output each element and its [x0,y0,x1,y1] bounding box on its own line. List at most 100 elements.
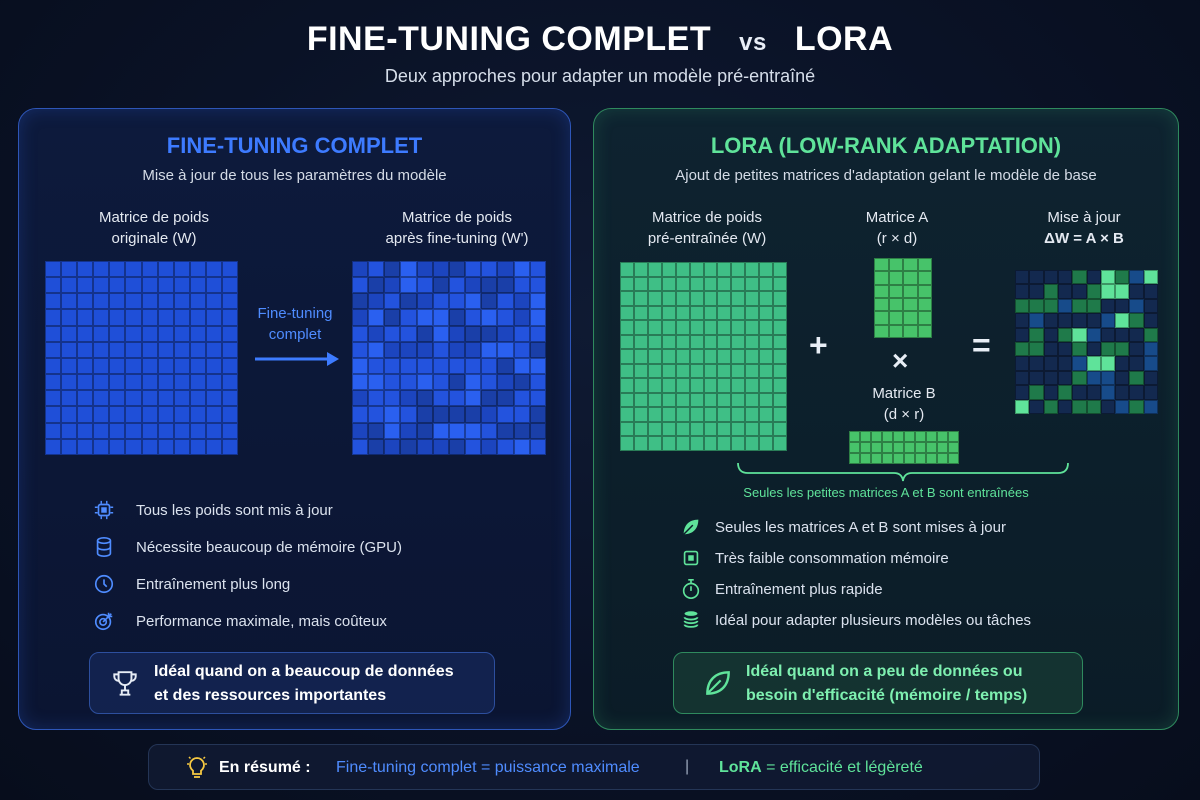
matrix-cell [416,422,433,439]
matrix-cell [189,438,206,455]
matrix-cell [529,293,546,310]
matrix-cell [703,407,718,422]
matrix-cell [205,357,222,375]
matrix-cell [109,261,126,278]
matrix-cell [661,305,676,321]
matrix-cell [1043,356,1058,371]
matrix-cell [529,261,546,278]
matrix-cell [157,390,174,407]
matrix-pretrained-label: Matrice de poids pré-entraînée (W) [647,209,767,247]
matrix-cell [759,407,774,422]
feature-multi-models: Idéal pour adapter plusieurs modèles ou … [715,612,1032,629]
matrix-cell [903,297,918,312]
matrix-cell [1115,298,1130,314]
matrix-a-label: Matrice A (r × d) [865,209,929,247]
matrix-cell [1029,370,1044,386]
matrix-w-grid [45,261,238,455]
matrix-cell [888,258,903,272]
arrow-right-icon [255,352,339,366]
matrix-cell [1029,385,1044,400]
matrix-cell [661,320,676,335]
matrix-cell [1072,356,1087,371]
matrix-cell [205,406,222,423]
matrix-cell [759,320,774,335]
matrix-cell [773,334,787,350]
matrix-w-label: Matrice de poids originale (W) [98,209,210,247]
matrix-cell [689,392,704,408]
matrix-cell [368,341,385,358]
matrix-cell [647,305,662,321]
matrix-cell [1115,370,1130,386]
matrix-cell [109,390,126,407]
matrix-cell [717,320,732,335]
matrix-cell [633,363,648,379]
matrix-cell [1115,313,1130,328]
leaf-icon [683,519,699,535]
matrix-cell [731,436,746,451]
matrix-cell [1057,399,1073,414]
matrix-cell [432,357,449,375]
matrix-cell [661,349,676,364]
summary-separator: | [685,758,690,775]
matrix-cell [903,258,918,272]
matrix-cell [513,309,530,326]
matrix-cell [745,320,760,335]
matrix-cell [481,438,498,455]
matrix-cell [717,305,732,321]
matrix-cell [689,349,704,364]
matrix-cell [45,406,62,423]
matrix-cell [513,261,530,278]
matrix-cell [157,309,174,326]
summary-fine-tuning: Fine-tuning complet = puissance maximale [336,759,640,776]
matrix-cell [1100,298,1116,314]
matrix-cell [141,293,158,310]
matrix-cell [689,291,704,306]
matrix-cell [352,277,369,294]
matrix-cell [661,421,676,437]
matrix-cell [689,407,704,422]
matrix-cell [661,291,676,306]
matrix-cell [849,453,860,464]
matrix-cell [61,374,78,391]
matrix-cell [1015,298,1030,314]
brace-icon [737,462,1069,482]
matrix-cell [141,341,158,358]
matrix-cell [109,341,126,358]
matrix-cell [1143,370,1158,386]
feature-faster-training: Entraînement plus rapide [715,581,883,598]
matrix-cell [109,374,126,391]
matrix-cell [717,421,732,437]
matrix-cell [93,277,110,294]
matrix-cell [717,349,732,364]
matrix-cell [1043,270,1058,285]
matrix-cell [157,293,174,310]
matrix-cell [141,261,158,278]
matrix-cell [352,293,369,310]
matrix-cell [1115,399,1130,414]
matrix-cell [903,284,918,298]
matrix-cell [937,431,948,442]
feature-memory: Nécessite beaucoup de mémoire (GPU) [136,539,402,556]
matrix-cell [400,438,417,455]
matrix-cell [529,422,546,439]
matrix-cell [157,277,174,294]
matrix-cell [745,262,760,277]
matrix-cell [937,453,948,464]
matrix-cell [221,422,238,439]
matrix-cell [189,309,206,326]
matrix-cell [661,392,676,408]
matrix-cell [633,320,648,335]
matrix-cell [400,406,417,423]
matrix-cell [221,341,238,358]
matrix-cell [1129,399,1144,414]
matrix-cell [1100,327,1116,342]
matrix-cell [513,357,530,375]
matrix-cell [759,334,774,350]
matrix-cell [205,438,222,455]
matrix-cell [221,325,238,342]
matrix-cell [352,422,369,439]
matrix-cell [1072,284,1087,299]
matrix-cell [731,276,746,292]
matrix-cell [61,357,78,375]
lora-subtitle: Ajout de petites matrices d'adaptation g… [675,167,1097,184]
